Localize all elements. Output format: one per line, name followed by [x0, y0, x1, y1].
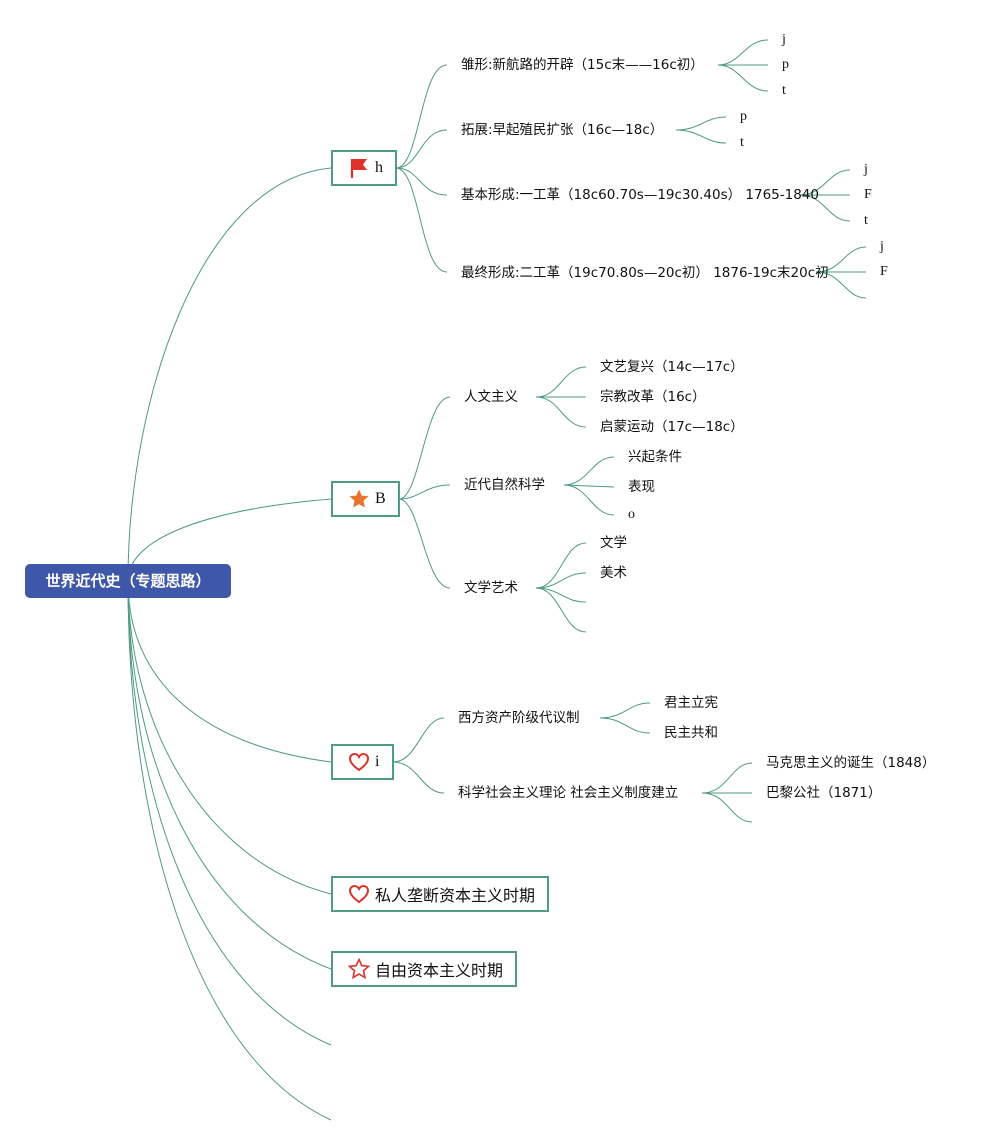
branch-label[interactable]: 最终形成:二工革（19c70.80s—20c初） 1876-19c末20c初: [461, 265, 829, 281]
leaf-label[interactable]: j: [864, 162, 868, 177]
leaf-label[interactable]: 表现: [628, 479, 655, 495]
heart-icon: [347, 882, 373, 906]
leaf-label[interactable]: p: [782, 57, 789, 72]
flag-icon: [347, 156, 373, 180]
leaf-label[interactable]: p: [740, 109, 747, 124]
leaf-label[interactable]: 君主立宪: [664, 695, 718, 711]
topic-box-3[interactable]: i: [331, 744, 394, 780]
branch-label[interactable]: 文学艺术: [464, 580, 518, 596]
branch-label[interactable]: 近代自然科学: [464, 477, 545, 493]
leaf-label[interactable]: 马克思主义的诞生（1848）: [766, 755, 936, 771]
leaf-label[interactable]: 民主共和: [664, 725, 718, 741]
topic-label: 自由资本主义时期: [375, 961, 504, 980]
leaf-label[interactable]: 巴黎公社（1871）: [766, 785, 882, 801]
branch-label[interactable]: 基本形成:一工革（18c60.70s—19c30.40s） 1765-1840: [461, 187, 819, 203]
leaf-label[interactable]: 文艺复兴（14c—17c）: [600, 359, 744, 375]
leaf-label[interactable]: j: [880, 239, 884, 254]
topic-label: h: [375, 159, 383, 176]
leaf-label[interactable]: 美术: [600, 565, 627, 581]
topic-label: B: [375, 490, 386, 507]
star-icon: [347, 487, 373, 511]
heart-icon: [347, 750, 373, 774]
leaf-label[interactable]: o: [628, 507, 635, 522]
branch-label[interactable]: 西方资产阶级代议制: [458, 710, 580, 726]
leaf-label[interactable]: F: [880, 264, 888, 279]
leaf-label[interactable]: 文学: [600, 535, 627, 551]
topic-box-2[interactable]: B: [331, 481, 400, 517]
leaf-label[interactable]: t: [782, 83, 786, 98]
topic-box-5[interactable]: 自由资本主义时期: [331, 951, 517, 987]
topic-label: 私人垄断资本主义时期: [375, 886, 536, 905]
branch-label[interactable]: 人文主义: [464, 389, 518, 405]
branch-label[interactable]: 拓展:早起殖民扩张（16c—18c）: [461, 122, 664, 138]
branch-label[interactable]: 雏形:新航路的开辟（15c末——16c初）: [461, 57, 704, 73]
leaf-label[interactable]: 宗教改革（16c）: [600, 389, 706, 405]
star-outline-icon: [347, 957, 373, 981]
leaf-label[interactable]: F: [864, 187, 872, 202]
leaf-label[interactable]: j: [782, 32, 786, 47]
leaf-label[interactable]: 启蒙运动（17c—18c）: [600, 419, 744, 435]
topic-box-4[interactable]: 私人垄断资本主义时期: [331, 876, 549, 912]
leaf-label[interactable]: t: [740, 135, 744, 150]
root-topic[interactable]: 世界近代史（专题思路）: [25, 564, 231, 598]
topic-label: i: [375, 753, 380, 770]
branch-label[interactable]: 科学社会主义理论 社会主义制度建立: [458, 785, 679, 801]
leaf-label[interactable]: t: [864, 213, 868, 228]
topic-box-1[interactable]: h: [331, 150, 397, 186]
leaf-label[interactable]: 兴起条件: [628, 449, 682, 465]
